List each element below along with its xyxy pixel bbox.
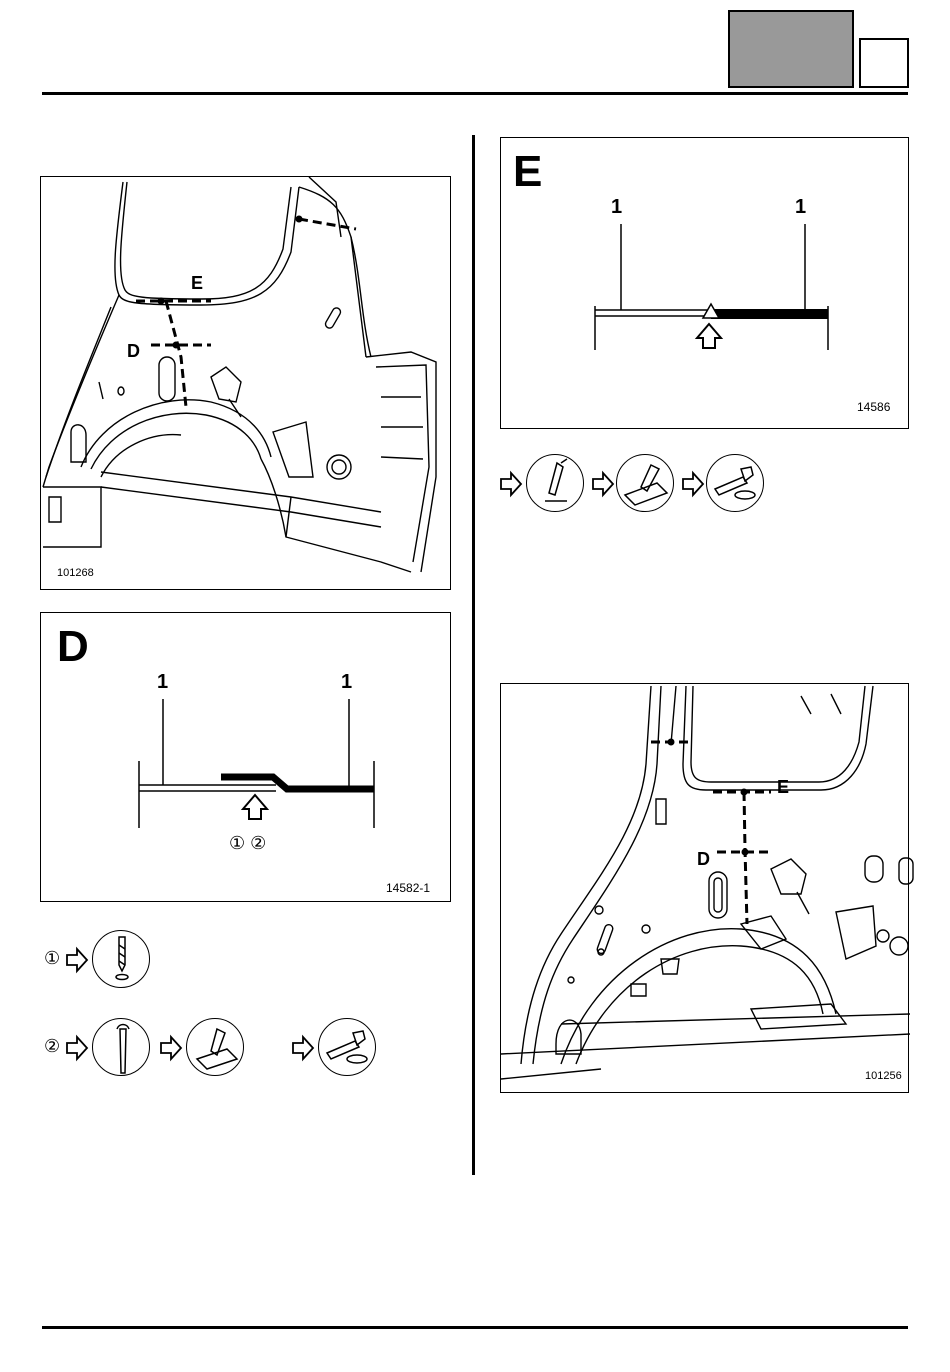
figure-section-d: D 1 1 ① ② 14582-1 — [40, 612, 451, 902]
welding-tool-icon — [318, 1018, 376, 1076]
cut-label-e: E — [777, 777, 789, 798]
drill-tool-icon — [92, 930, 150, 988]
arrow-right-icon — [160, 1036, 182, 1060]
chisel-tool-icon — [526, 454, 584, 512]
arrow-right-icon — [592, 472, 614, 496]
figure-ref: 14586 — [857, 400, 890, 414]
figure-ref: 14582-1 — [386, 881, 430, 895]
arrow-right-icon — [500, 472, 522, 496]
figure-section-e: E 1 1 14586 — [500, 137, 909, 429]
section-d-drawing — [41, 613, 452, 903]
saw-tool-icon — [92, 1018, 150, 1076]
welding-tool-icon — [706, 454, 764, 512]
footer-rule — [42, 1326, 908, 1329]
cut-label-d: D — [697, 849, 710, 870]
header-tab-grey — [728, 10, 854, 88]
step-numbers: ① ② — [229, 833, 266, 854]
arrow-right-icon — [66, 1036, 88, 1060]
step-1-number: ① — [44, 948, 60, 969]
arrow-right-icon — [66, 948, 88, 972]
figure-ref: 101256 — [865, 1070, 902, 1082]
column-divider — [472, 135, 475, 1175]
arrow-right-icon — [682, 472, 704, 496]
section-e-drawing — [501, 138, 910, 430]
figure-body-side-left: E D 101268 — [40, 176, 451, 590]
figure-ref: 101268 — [57, 567, 94, 579]
arrow-right-icon — [292, 1036, 314, 1060]
header-rule — [42, 92, 908, 95]
header-page-box — [859, 38, 909, 88]
cut-label-e: E — [191, 273, 203, 294]
body-side-drawing — [41, 177, 452, 591]
step-2-number: ② — [44, 1036, 60, 1057]
inner-body-side-drawing — [501, 684, 910, 1094]
grinder-tool-icon — [616, 454, 674, 512]
grinder-tool-icon — [186, 1018, 244, 1076]
cut-label-d: D — [127, 341, 140, 362]
figure-body-side-right: E D 101256 — [500, 683, 909, 1093]
